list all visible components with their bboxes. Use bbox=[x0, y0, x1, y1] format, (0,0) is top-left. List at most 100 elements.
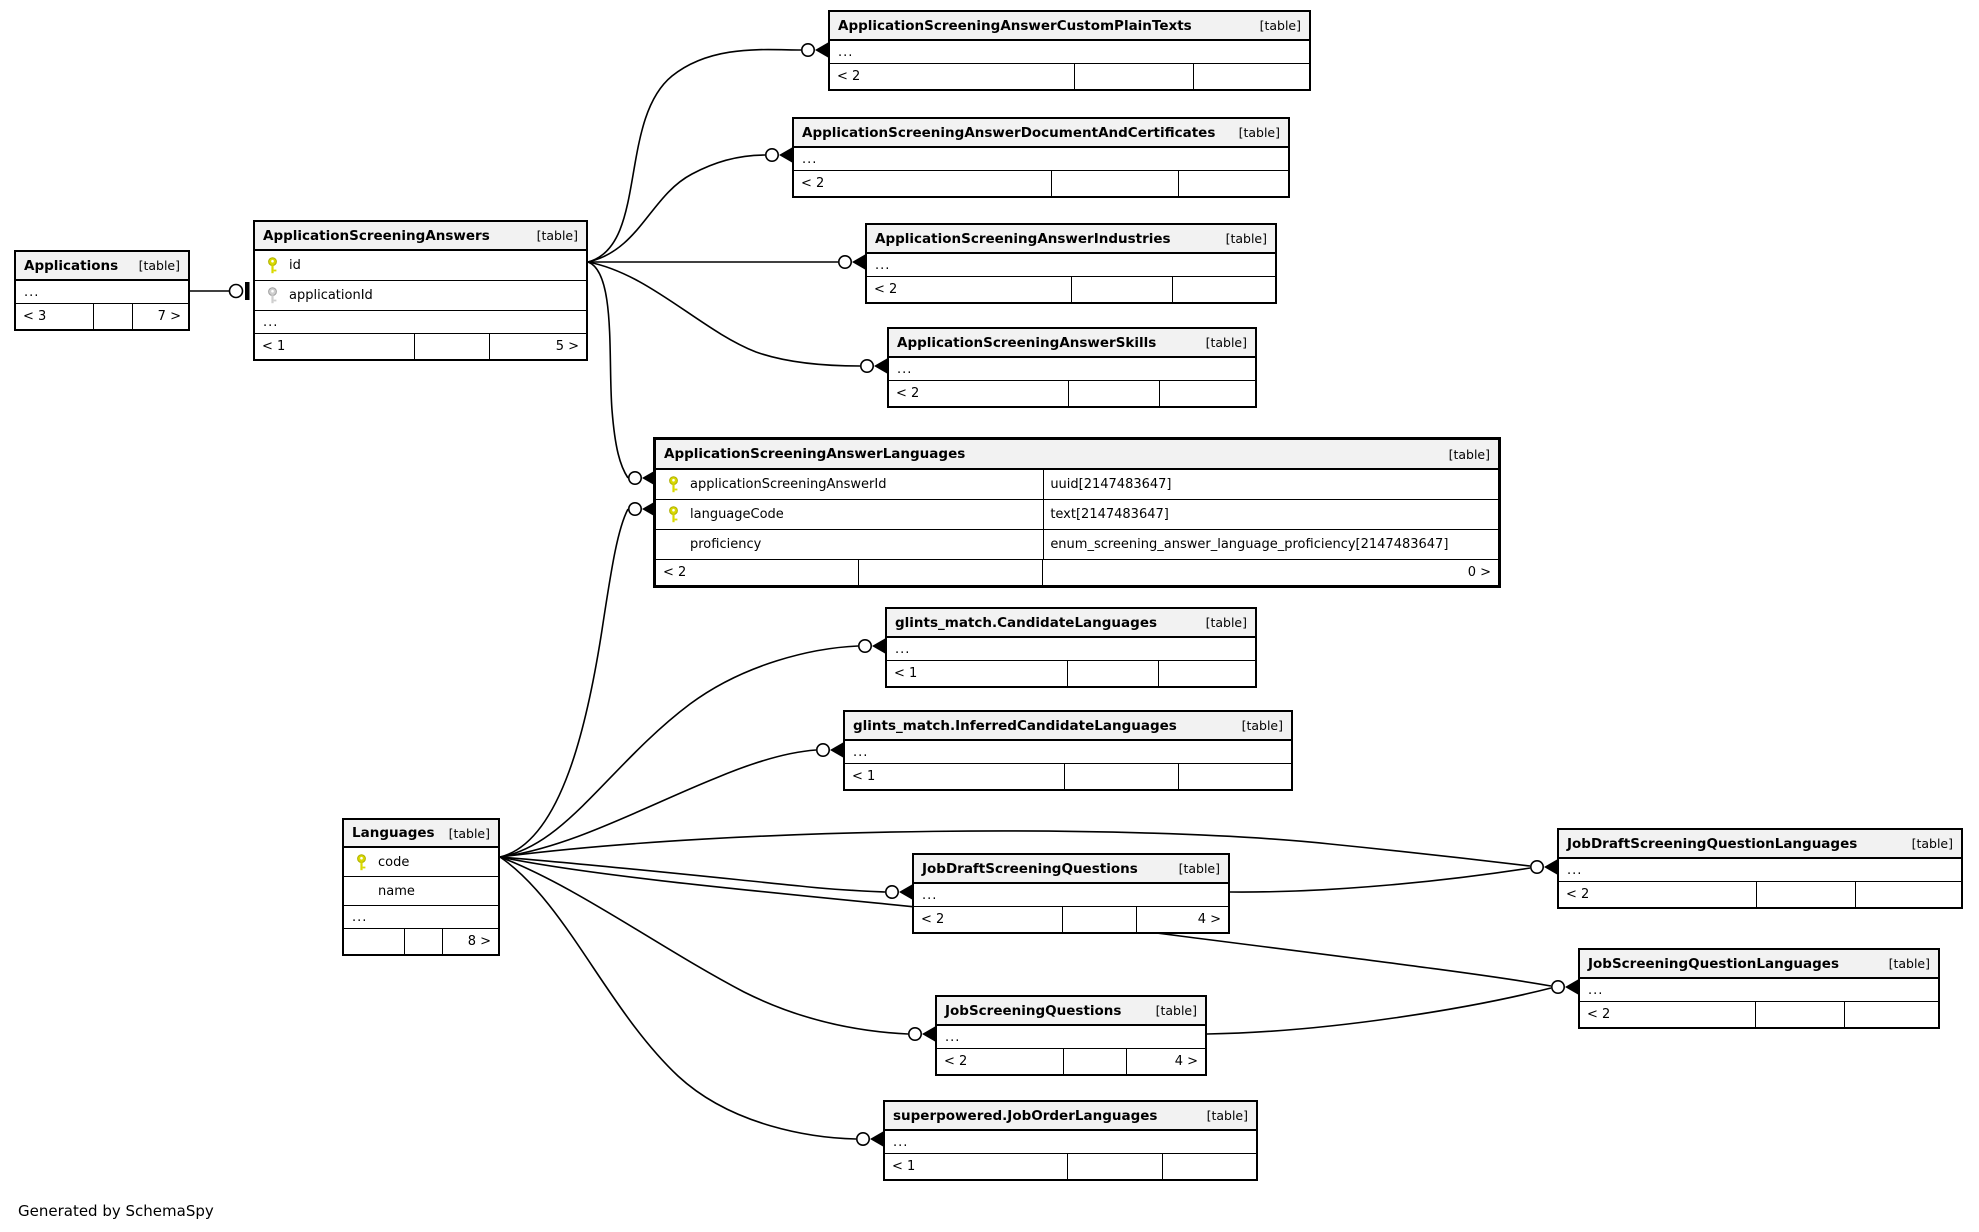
column-row: languageCode text[2147483647] bbox=[656, 500, 1498, 530]
column-name: id bbox=[289, 258, 301, 273]
paging-cell[interactable]: < 2 bbox=[663, 565, 687, 580]
column-row: proficiency enum_screening_answer_langua… bbox=[656, 530, 1498, 560]
table-name: JobScreeningQuestions bbox=[945, 1002, 1122, 1019]
paging-cell[interactable]: < 2 bbox=[896, 386, 920, 401]
relationship-line bbox=[587, 48, 802, 263]
table-glints-match-candidate-languages[interactable]: glints_match.CandidateLanguages [table] … bbox=[885, 607, 1257, 688]
relationship-line bbox=[587, 261, 861, 367]
column-row: ... bbox=[845, 741, 1291, 764]
column-row: ... bbox=[794, 148, 1288, 171]
table-header[interactable]: superpowered.JobOrderLanguages [table] bbox=[885, 1102, 1256, 1131]
relationship-line bbox=[499, 749, 817, 858]
table-header[interactable]: JobScreeningQuestionLanguages [table] bbox=[1580, 950, 1938, 979]
table-application-screening-answer-document-and-certificates[interactable]: ApplicationScreeningAnswerDocumentAndCer… bbox=[792, 117, 1290, 198]
paging-cell[interactable]: < 1 bbox=[262, 339, 286, 354]
table-applications[interactable]: Applications [table] ... < 3 7 > bbox=[14, 250, 190, 331]
table-header[interactable]: ApplicationScreeningAnswerSkills [table] bbox=[889, 329, 1255, 358]
column-row: name bbox=[344, 877, 498, 906]
paging-cell[interactable]: 4 > bbox=[1174, 1054, 1198, 1069]
table-superpowered-job-order-languages[interactable]: superpowered.JobOrderLanguages [table] .… bbox=[883, 1100, 1258, 1181]
table-name: glints_match.InferredCandidateLanguages bbox=[853, 717, 1177, 734]
table-tag: [table] bbox=[1448, 446, 1490, 462]
paging-cell[interactable]: < 3 bbox=[23, 309, 47, 324]
paging-cell bbox=[1074, 64, 1195, 89]
column-row: ... bbox=[1580, 979, 1938, 1002]
table-application-screening-answer-skills[interactable]: ApplicationScreeningAnswerSkills [table]… bbox=[887, 327, 1257, 408]
paging-row: < 2 bbox=[889, 381, 1255, 406]
paging-cell bbox=[404, 929, 443, 954]
table-job-screening-question-languages[interactable]: JobScreeningQuestionLanguages [table] ..… bbox=[1578, 948, 1940, 1029]
paging-cell[interactable]: 7 > bbox=[157, 309, 181, 324]
table-application-screening-answer-languages[interactable]: ApplicationScreeningAnswerLanguages [tab… bbox=[653, 437, 1501, 588]
table-languages[interactable]: Languages [table] code name ... 8 > bbox=[342, 818, 500, 956]
paging-cell[interactable]: < 2 bbox=[1566, 887, 1590, 902]
primary-key-icon bbox=[255, 257, 289, 274]
table-header[interactable]: ApplicationScreeningAnswerCustomPlainTex… bbox=[830, 12, 1309, 41]
table-name: Applications bbox=[24, 257, 119, 274]
paging-cell bbox=[858, 560, 1044, 585]
column-name: languageCode bbox=[690, 507, 784, 522]
table-header[interactable]: JobScreeningQuestions [table] bbox=[937, 997, 1205, 1026]
paging-cell[interactable]: < 2 bbox=[921, 912, 945, 927]
table-header[interactable]: JobDraftScreeningQuestions [table] bbox=[914, 855, 1228, 884]
table-application-screening-answer-custom-plain-texts[interactable]: ApplicationScreeningAnswerCustomPlainTex… bbox=[828, 10, 1311, 91]
relationship-line bbox=[587, 154, 766, 263]
paging-cell bbox=[1173, 277, 1275, 302]
table-job-draft-screening-question-languages[interactable]: JobDraftScreeningQuestionLanguages [tabl… bbox=[1557, 828, 1963, 909]
primary-key-icon bbox=[344, 853, 378, 871]
paging-cell[interactable]: 4 > bbox=[1197, 912, 1221, 927]
paging-row: < 2 4 > bbox=[914, 907, 1228, 932]
table-header[interactable]: JobDraftScreeningQuestionLanguages [tabl… bbox=[1559, 830, 1961, 859]
paging-cell bbox=[1068, 381, 1160, 406]
table-header[interactable]: glints_match.CandidateLanguages [table] bbox=[887, 609, 1255, 638]
paging-cell bbox=[1179, 171, 1288, 196]
paging-cell[interactable]: < 1 bbox=[894, 666, 918, 681]
paging-cell[interactable]: < 2 bbox=[801, 176, 825, 191]
paging-cell bbox=[1071, 277, 1173, 302]
table-header[interactable]: ApplicationScreeningAnswerLanguages [tab… bbox=[656, 440, 1498, 470]
paging-cell[interactable]: < 2 bbox=[837, 69, 861, 84]
table-name: ApplicationScreeningAnswerIndustries bbox=[875, 230, 1171, 247]
paging-cell[interactable]: < 2 bbox=[1587, 1007, 1611, 1022]
paging-cell bbox=[344, 929, 404, 954]
paging-cell[interactable]: < 2 bbox=[944, 1054, 968, 1069]
table-tag: [table] bbox=[1205, 615, 1247, 630]
paging-cell[interactable]: 0 > bbox=[1467, 565, 1491, 580]
table-job-screening-questions[interactable]: JobScreeningQuestions [table] ... < 2 4 … bbox=[935, 995, 1207, 1076]
paging-row: < 2 bbox=[1559, 882, 1961, 907]
table-application-screening-answer-industries[interactable]: ApplicationScreeningAnswerIndustries [ta… bbox=[865, 223, 1277, 304]
table-name: JobDraftScreeningQuestionLanguages bbox=[1567, 835, 1858, 852]
table-header[interactable]: Languages [table] bbox=[344, 820, 498, 848]
column-row: ... bbox=[255, 311, 586, 334]
paging-row: < 2 bbox=[830, 64, 1309, 89]
table-application-screening-answers[interactable]: ApplicationScreeningAnswers [table] id a… bbox=[253, 220, 588, 361]
table-job-draft-screening-questions[interactable]: JobDraftScreeningQuestions [table] ... <… bbox=[912, 853, 1230, 934]
column-type: uuid[2147483647] bbox=[1043, 470, 1498, 499]
table-header[interactable]: ApplicationScreeningAnswerIndustries [ta… bbox=[867, 225, 1275, 254]
paging-cell[interactable]: 8 > bbox=[467, 934, 491, 949]
paging-row: < 2 bbox=[867, 277, 1275, 302]
foreign-key-icon bbox=[255, 287, 289, 304]
column-row: ... bbox=[887, 638, 1255, 661]
primary-key-icon bbox=[656, 506, 690, 523]
paging-cell[interactable]: < 2 bbox=[874, 282, 898, 297]
table-header[interactable]: Applications [table] bbox=[16, 252, 188, 281]
column-type: text[2147483647] bbox=[1043, 500, 1498, 529]
table-tag: [table] bbox=[1206, 1108, 1248, 1123]
paging-cell[interactable]: < 1 bbox=[892, 1159, 916, 1174]
table-header[interactable]: ApplicationScreeningAnswerDocumentAndCer… bbox=[794, 119, 1288, 148]
table-tag: [table] bbox=[1155, 1003, 1197, 1018]
table-header[interactable]: ApplicationScreeningAnswers [table] bbox=[255, 222, 586, 251]
paging-cell bbox=[1755, 882, 1857, 907]
paging-cell bbox=[1845, 1002, 1938, 1027]
paging-row: < 2 bbox=[794, 171, 1288, 196]
column-row: ... bbox=[1559, 859, 1961, 882]
paging-cell bbox=[1194, 64, 1309, 89]
column-row: ... bbox=[830, 41, 1309, 64]
paging-cell[interactable]: 5 > bbox=[555, 339, 579, 354]
paging-cell[interactable]: < 1 bbox=[852, 769, 876, 784]
column-row: ... bbox=[344, 906, 498, 929]
table-glints-match-inferred-candidate-languages[interactable]: glints_match.InferredCandidateLanguages … bbox=[843, 710, 1293, 791]
table-header[interactable]: glints_match.InferredCandidateLanguages … bbox=[845, 712, 1291, 741]
